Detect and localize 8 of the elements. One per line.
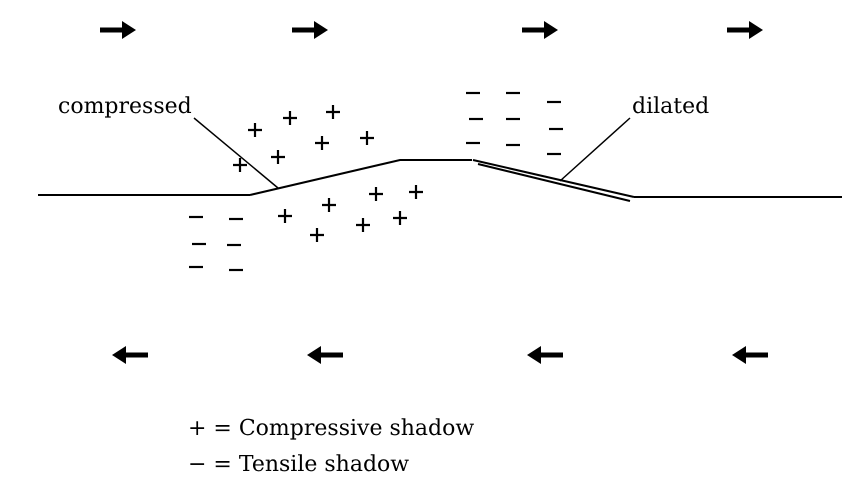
leader-line — [194, 117, 278, 189]
ramp-segment — [250, 159, 472, 196]
part-label: compressed — [58, 96, 192, 118]
legend-entry: − = Tensile shadow — [188, 454, 410, 476]
legend-entry: + = Compressive shadow — [188, 418, 474, 440]
ramp-segment — [472, 159, 635, 202]
part-label: dilated — [632, 96, 710, 118]
leader-line — [560, 117, 630, 182]
